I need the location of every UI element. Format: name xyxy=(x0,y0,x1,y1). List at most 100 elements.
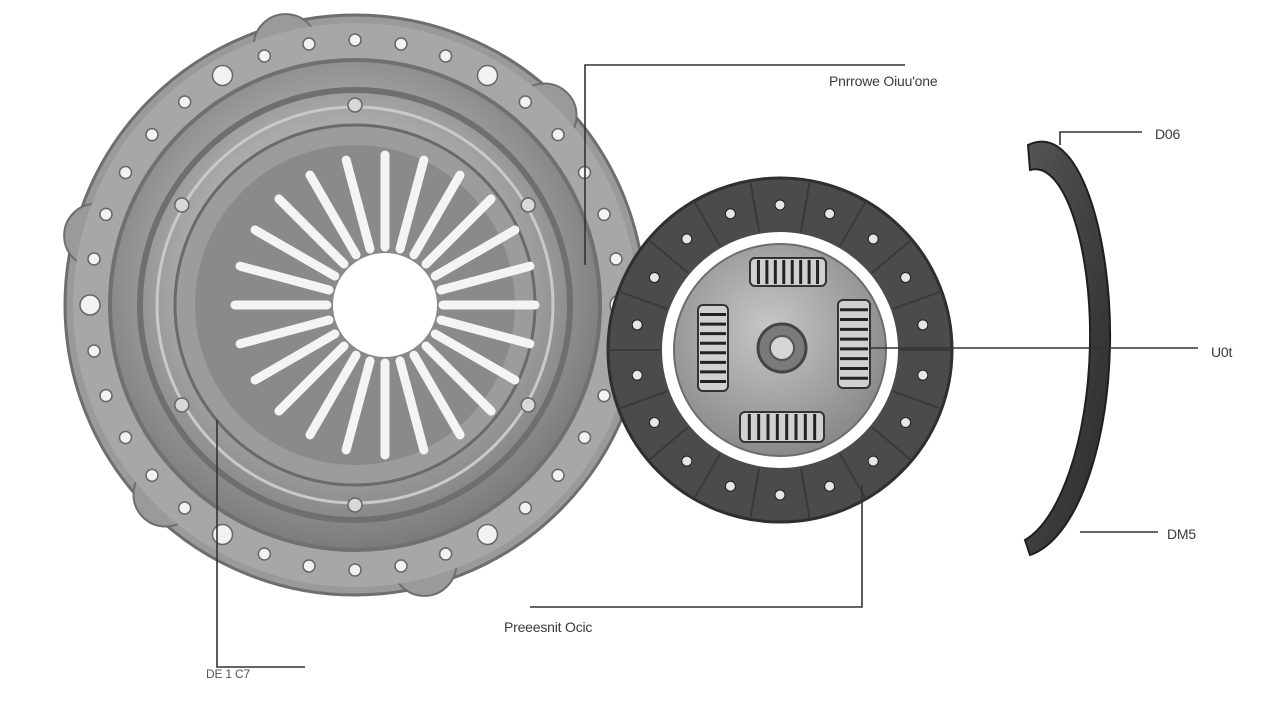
diaphragm-finger xyxy=(421,341,496,416)
flange-hole xyxy=(302,559,316,573)
label-bottom-left: DE 1 C7 xyxy=(206,667,250,681)
flange-hole xyxy=(211,64,234,87)
flange-hole xyxy=(394,559,408,573)
diaphragm-finger xyxy=(305,170,361,260)
label-mid-right: U0t xyxy=(1211,344,1233,360)
flange-hole xyxy=(118,430,133,445)
lining-rivet xyxy=(900,272,912,283)
lining-rivets xyxy=(631,199,929,501)
flange-hole xyxy=(257,49,272,63)
diaphragm-finger xyxy=(436,261,535,295)
flange-hole xyxy=(348,563,362,577)
diaphragm-finger xyxy=(421,194,496,269)
lining-rivet xyxy=(917,319,929,331)
leader-line-bottom-left xyxy=(216,420,305,668)
flange-hole xyxy=(597,207,611,222)
flange-hole xyxy=(211,523,234,546)
lining-rivet xyxy=(648,417,660,428)
diaphragm-finger xyxy=(274,194,349,269)
leader-line-clutch-disc xyxy=(530,485,863,608)
flange-hole xyxy=(476,64,499,87)
flange-hole xyxy=(577,430,592,445)
diaphragm-finger xyxy=(250,225,340,281)
label-bottom-right: DM5 xyxy=(1167,526,1196,542)
flange-hole xyxy=(99,207,113,222)
lining-rivet xyxy=(724,480,736,492)
cover-rivet xyxy=(174,197,190,213)
flange-hole xyxy=(438,547,453,561)
diaphragm-finger xyxy=(409,350,465,440)
damper-springs xyxy=(697,257,871,443)
lining-rivet xyxy=(774,199,786,211)
lining-rivet xyxy=(900,417,912,428)
lining-rivet xyxy=(867,233,879,245)
lining-rivet xyxy=(681,233,693,245)
diaphragm-finger xyxy=(430,225,520,281)
diaphragm-finger xyxy=(395,155,429,254)
diaphragm-finger xyxy=(409,170,465,260)
diaphragm-finger xyxy=(274,341,349,416)
flange-hole xyxy=(177,95,192,109)
damper-spring xyxy=(837,299,871,389)
flange-hole xyxy=(551,127,565,142)
diaphragm-center-opening xyxy=(333,253,437,357)
cover-rivet xyxy=(520,397,536,413)
lining-rivet xyxy=(724,208,736,220)
damper-spring xyxy=(697,304,729,392)
diaphragm-finger xyxy=(235,315,334,349)
flange-hole xyxy=(79,294,101,316)
leader-line-pressure-plate xyxy=(584,64,905,265)
flange-hole xyxy=(87,344,101,358)
leader-line-top-right xyxy=(1059,131,1142,145)
leader-lines xyxy=(216,64,1198,668)
label-pressure-plate: Pnrrowe Oiuu'one xyxy=(829,73,938,89)
lining-rivet xyxy=(631,319,643,331)
flange-hole xyxy=(518,501,533,515)
lining-rivet xyxy=(774,489,786,501)
flange-hole xyxy=(438,49,453,63)
curved-ring-segment xyxy=(1023,140,1112,557)
lining-rivet xyxy=(867,455,879,467)
flange-hole xyxy=(518,95,533,109)
diaphragm-finger xyxy=(305,350,361,440)
damper-spring xyxy=(749,257,827,287)
cover-rivet xyxy=(520,197,536,213)
lining-rivet xyxy=(648,272,660,283)
flange-hole xyxy=(394,37,408,51)
flange-hole xyxy=(609,252,623,266)
flange-hole xyxy=(302,37,316,51)
flange-hole xyxy=(476,523,499,546)
cover-rivet xyxy=(347,97,363,113)
label-clutch-disc: Preeesnit Ocic xyxy=(504,619,593,635)
cover-rivets xyxy=(174,97,536,513)
lining-rivet xyxy=(824,208,836,220)
flange-hole xyxy=(348,33,362,47)
diaphragm-spring-fingers xyxy=(230,150,540,460)
diaphragm-finger xyxy=(430,329,520,385)
diaphragm-finger xyxy=(341,356,375,455)
pressure-plate xyxy=(63,13,647,597)
damper-spring xyxy=(739,411,825,443)
clutch-disc xyxy=(606,176,954,524)
lining-rivet xyxy=(917,369,929,381)
lining-rivet xyxy=(631,369,643,381)
flange-hole xyxy=(145,127,159,142)
diaphragm-finger xyxy=(436,315,535,349)
flange-hole xyxy=(145,468,159,483)
flange-hole xyxy=(87,252,101,266)
diaphragm-finger xyxy=(250,329,340,385)
flange-hole xyxy=(551,468,565,483)
diaphragm-finger xyxy=(235,261,334,295)
diaphragm-finger xyxy=(395,356,429,455)
cover-rivet xyxy=(347,497,363,513)
flange-hole xyxy=(597,388,611,403)
flange-hole xyxy=(257,547,272,561)
lining-rivet xyxy=(681,455,693,467)
lining-rivet xyxy=(824,480,836,492)
label-top-right: D06 xyxy=(1155,126,1181,142)
flange-hole xyxy=(177,501,192,515)
flange-hole xyxy=(99,388,113,403)
flange-hole xyxy=(118,165,133,180)
